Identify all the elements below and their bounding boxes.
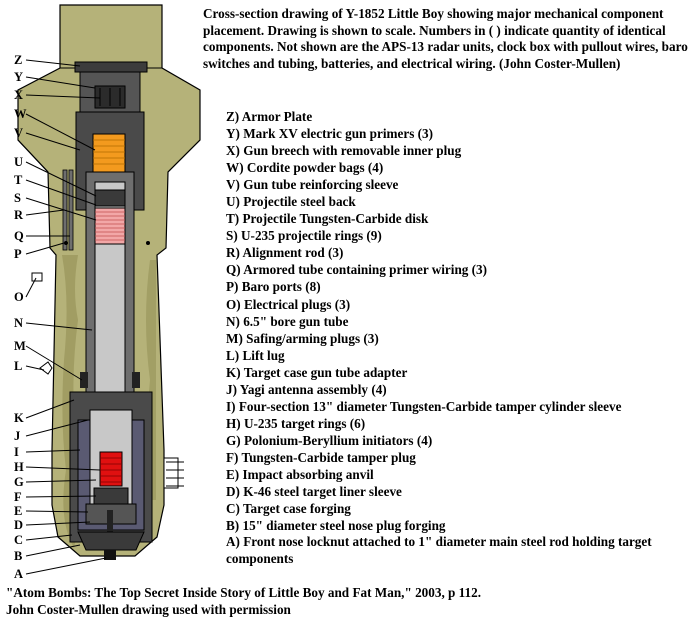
leader-line-m [25,345,83,381]
legend-item-o: O) Electrical plugs (3) [226,296,351,312]
diagram-label-h: H [14,460,24,474]
diagram-label-j: J [14,429,20,443]
diagram-label-t: T [14,173,23,187]
front-locknut [104,550,116,560]
leader-line-l [25,365,45,371]
legend-item-j: J) Yagi antenna assembly (4) [226,381,387,397]
legend-item-i: I) Four-section 13" diameter Tungsten-Ca… [226,398,622,414]
leader-line-x [25,94,101,99]
legend-item-q: Q) Armored tube containing primer wiring… [226,262,488,278]
diagram-label-v: V [14,126,23,140]
leader-line-v [25,132,81,151]
source-credit: "Atom Bombs: The Top Secret Inside Story… [6,585,481,618]
diagram-label-w: W [14,107,27,121]
diagram-label-u: U [14,155,23,169]
leader-line-z [25,59,81,67]
leader-line-p [25,242,65,255]
u235-projectile-rings [94,207,126,245]
leader-line-f [25,495,97,498]
legend-item-t: T) Projectile Tungsten-Carbide disk [226,211,429,227]
credit-line-1: "Atom Bombs: The Top Secret Inside Story… [6,585,482,600]
yagi-antenna [163,457,184,489]
legend-item-l: L) Lift lug [226,347,285,363]
legend-item-a: A) Front nose locknut attached to 1" dia… [226,534,652,566]
diagram-label-s: S [14,191,21,205]
diagram-label-k: K [14,411,24,425]
legend-item-g: G) Polonium-Beryllium initiators (4) [226,432,433,448]
legend-item-f: F) Tungsten-Carbide tamper plug [226,449,416,465]
diagram-label-q: Q [14,229,24,243]
leader-line-r [25,209,65,216]
diagram-label-a: A [14,567,23,581]
diagram-label-r: R [14,208,24,222]
legend-item-u: U) Projectile steel back [226,194,356,210]
projectile-steel-back [94,189,126,207]
leader-line-d [25,521,91,526]
diagram-label-x: X [14,88,23,102]
legend-item-n: N) 6.5" bore gun tube [226,313,349,329]
legend-item-h: H) U-235 target rings (6) [226,415,366,431]
legend-item-s: S) U-235 projectile rings (9) [226,228,382,244]
nose-plug [77,531,145,551]
diagram-label-e: E [14,504,22,518]
leader-line-n [25,322,93,331]
leader-line-h [25,466,101,471]
diagram-label-n: N [14,316,23,330]
legend-item-r: R) Alignment rod (3) [226,245,344,261]
leader-line-y [25,76,96,89]
diagram-label-b: B [14,549,22,563]
diagram-label-g: G [14,475,24,489]
legend-item-x: X) Gun breech with removable inner plug [226,143,462,159]
legend-item-b: B) 15" diameter steel nose plug forging [226,518,446,534]
leader-line-s [25,197,97,221]
diagram-label-f: F [14,490,22,504]
diagram-label-d: D [14,518,23,532]
leader-line-b [25,544,81,557]
leader-line-a [25,557,107,575]
electrical-plug [31,272,43,282]
leader-line-c [25,534,73,541]
diagram-label-i: I [14,445,19,459]
legend-item-p: P) Baro ports (8) [226,279,321,295]
leader-line-k [25,399,75,419]
u235-target-rings [99,451,123,487]
legend-item-v: V) Gun tube reinforcing sleeve [226,177,399,193]
legend-item-y: Y) Mark XV electric gun primers (3) [226,126,434,142]
leader-line-o [25,277,37,298]
diagram-label-c: C [14,533,23,547]
leader-line-w [25,113,96,151]
leader-line-t [25,179,97,206]
diagram-label-p: P [14,247,22,261]
lift-lug [39,361,53,375]
diagram-label-y: Y [14,70,23,84]
legend-item-k: K) Target case gun tube adapter [226,364,408,380]
legend-item-m: M) Safing/arming plugs (3) [226,330,379,346]
diagram-label-l: L [14,359,22,373]
diagram-label-z: Z [14,53,22,67]
diagram-label-m: M [14,339,26,353]
legend-item-c: C) Target case forging [226,501,351,517]
leader-line-u [25,161,97,197]
legend-item-w: W) Cordite powder bags (4) [226,160,384,176]
leader-line-e [25,510,89,513]
diagram-caption: Cross-section drawing of Y-1852 Little B… [203,6,688,71]
diagram-label-o: O [14,290,24,304]
legend-item-e: E) Impact absorbing anvil [226,466,374,482]
armored-tube [68,169,74,251]
legend-item-d: D) K-46 steel target liner sleeve [226,484,402,500]
armor-plate [74,61,148,73]
leader-line-i [25,449,81,453]
leader-line-g [25,479,97,483]
leader-line-j [25,419,89,437]
tamper-plug [93,487,129,505]
legend-item-z: Z) Armor Plate [226,109,313,124]
component-legend: Z) Armor Plate Y) Mark XV electric gun pr… [226,108,686,567]
credit-line-2: John Coster-Mullen drawing used with per… [6,601,291,617]
